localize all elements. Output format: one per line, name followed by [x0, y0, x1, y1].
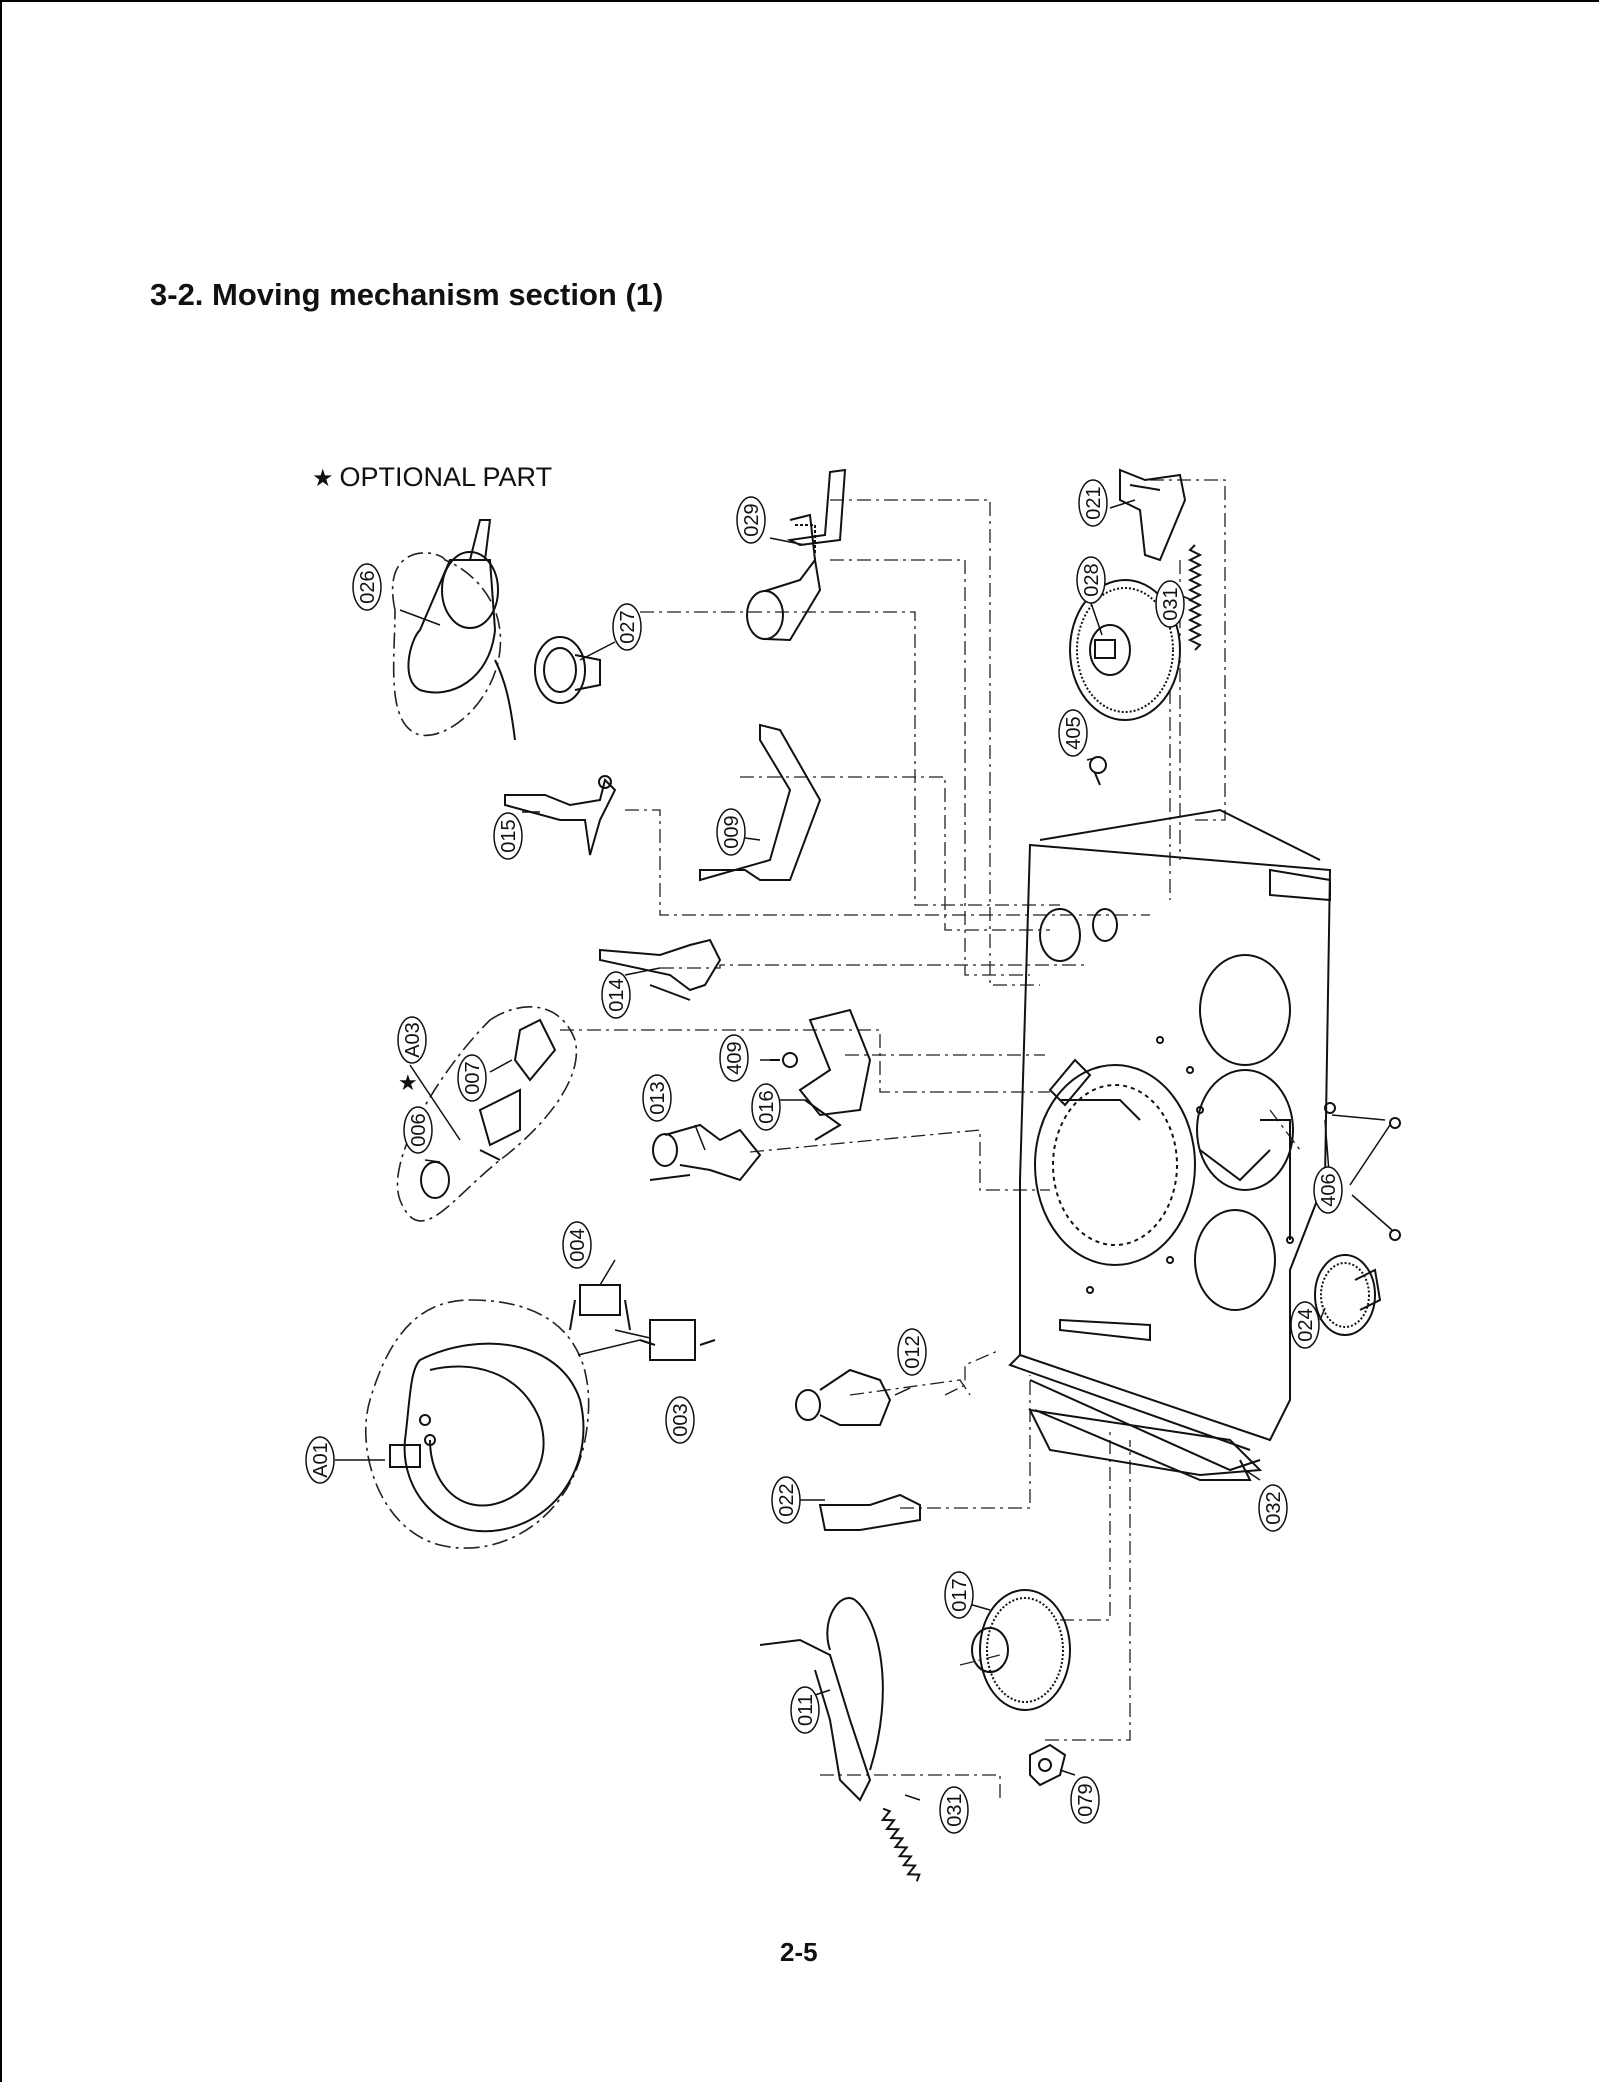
svg-text:032: 032 [1263, 1491, 1285, 1524]
svg-text:026: 026 [357, 570, 379, 603]
label-026: 026 [352, 563, 382, 611]
label-409: 409 [719, 1034, 749, 1082]
part-029-pinch-arm [746, 468, 847, 642]
svg-text:016: 016 [756, 1090, 778, 1123]
part-405-screw [1089, 756, 1107, 786]
svg-text:405: 405 [1063, 716, 1085, 749]
label-a01: A01 [305, 1436, 335, 1484]
part-009-link [699, 723, 822, 882]
svg-text:022: 022 [776, 1483, 798, 1516]
motor-enclosure [391, 552, 502, 737]
part-labels: 029 021 028 031 026 027 405 015 [305, 479, 1343, 1834]
label-014: 014 [601, 971, 631, 1019]
label-007: 007 [457, 1054, 487, 1102]
part-006-roller [420, 1161, 450, 1199]
svg-text:079: 079 [1075, 1783, 1097, 1816]
svg-text:013: 013 [647, 1081, 669, 1114]
svg-text:A03: A03 [402, 1022, 424, 1058]
label-079: 079 [1070, 1776, 1100, 1824]
part-014-lever [599, 938, 722, 1001]
svg-text:006: 006 [408, 1113, 430, 1146]
svg-text:021: 021 [1083, 486, 1105, 519]
label-022: 022 [771, 1476, 801, 1524]
star-icon: ★ [312, 465, 334, 492]
label-029: 029 [736, 496, 766, 544]
svg-text:014: 014 [606, 978, 628, 1011]
label-024: 024 [1290, 1301, 1320, 1349]
svg-text:009: 009 [721, 815, 743, 848]
svg-text:A01: A01 [310, 1442, 332, 1478]
label-004: 004 [562, 1221, 592, 1269]
label-031-bottom: 031 [939, 1786, 969, 1834]
part-021-lever [1119, 468, 1187, 562]
dashed-assembly-lines [560, 479, 1301, 1800]
svg-text:012: 012 [902, 1335, 924, 1368]
label-031-top: 031 [1155, 580, 1185, 628]
label-021: 021 [1078, 479, 1108, 527]
label-013: 013 [642, 1074, 672, 1122]
svg-text:409: 409 [724, 1041, 746, 1074]
part-017-gear [971, 1589, 1071, 1711]
label-011: 011 [790, 1686, 820, 1734]
optional-part-text: OPTIONAL PART [339, 462, 553, 492]
svg-text:031: 031 [1160, 587, 1182, 620]
label-a03: A03 [397, 1016, 427, 1064]
part-079-gear [1029, 1743, 1067, 1787]
main-chassis [1008, 808, 1332, 1481]
svg-text:406: 406 [1318, 1173, 1340, 1206]
label-032: 032 [1258, 1484, 1288, 1532]
part-022-slider [818, 1493, 921, 1531]
label-017: 017 [944, 1571, 974, 1619]
part-032-plate [1028, 1408, 1263, 1477]
label-405: 405 [1058, 709, 1088, 757]
svg-text:017: 017 [949, 1578, 971, 1611]
svg-text:029: 029 [741, 503, 763, 536]
part-026-motor [407, 519, 516, 741]
part-004-switch [569, 1284, 631, 1331]
svg-text:015: 015 [498, 819, 520, 852]
part-013-assembly [649, 1123, 762, 1182]
part-015-lever [504, 775, 617, 856]
part-406-screws [1324, 1102, 1401, 1241]
label-015: 015 [493, 812, 523, 860]
svg-text:003: 003 [670, 1403, 692, 1436]
svg-text:011: 011 [795, 1694, 817, 1726]
part-003-switch [639, 1319, 716, 1361]
label-003: 003 [665, 1396, 695, 1444]
svg-text:024: 024 [1295, 1308, 1317, 1341]
svg-text:027: 027 [617, 610, 639, 643]
label-012: 012 [897, 1328, 927, 1376]
svg-text:004: 004 [567, 1228, 589, 1261]
svg-text:028: 028 [1081, 563, 1103, 596]
part-012-assembly [795, 1368, 892, 1426]
label-027: 027 [612, 603, 642, 651]
part-011-arm [759, 1597, 884, 1802]
label-016: 016 [751, 1083, 781, 1131]
svg-text:007: 007 [462, 1061, 484, 1094]
part-031-spring-bottom [880, 1807, 921, 1882]
svg-text:031: 031 [944, 1793, 966, 1826]
part-024-gear [1314, 1254, 1382, 1336]
label-028: 028 [1076, 556, 1106, 604]
part-016-bracket [798, 1008, 872, 1141]
part-028-gear [1069, 579, 1181, 721]
optional-part-note: ★OPTIONAL PART [312, 462, 552, 493]
page-number: 2-5 [780, 1937, 818, 1967]
part-a01-drum [389, 1342, 585, 1533]
part-027-pulley [534, 636, 601, 704]
label-009: 009 [716, 808, 746, 856]
part-007-guide [478, 1018, 557, 1161]
label-leader-lines [335, 499, 1393, 1801]
page-title: 3-2. Moving mechanism section (1) [150, 277, 664, 312]
part-031-spring-top [1187, 544, 1203, 651]
a01-enclosure [364, 1299, 590, 1549]
a03-star-icon: ★ [398, 1071, 418, 1096]
label-406: 406 [1313, 1166, 1343, 1214]
label-006: 006 [403, 1106, 433, 1154]
